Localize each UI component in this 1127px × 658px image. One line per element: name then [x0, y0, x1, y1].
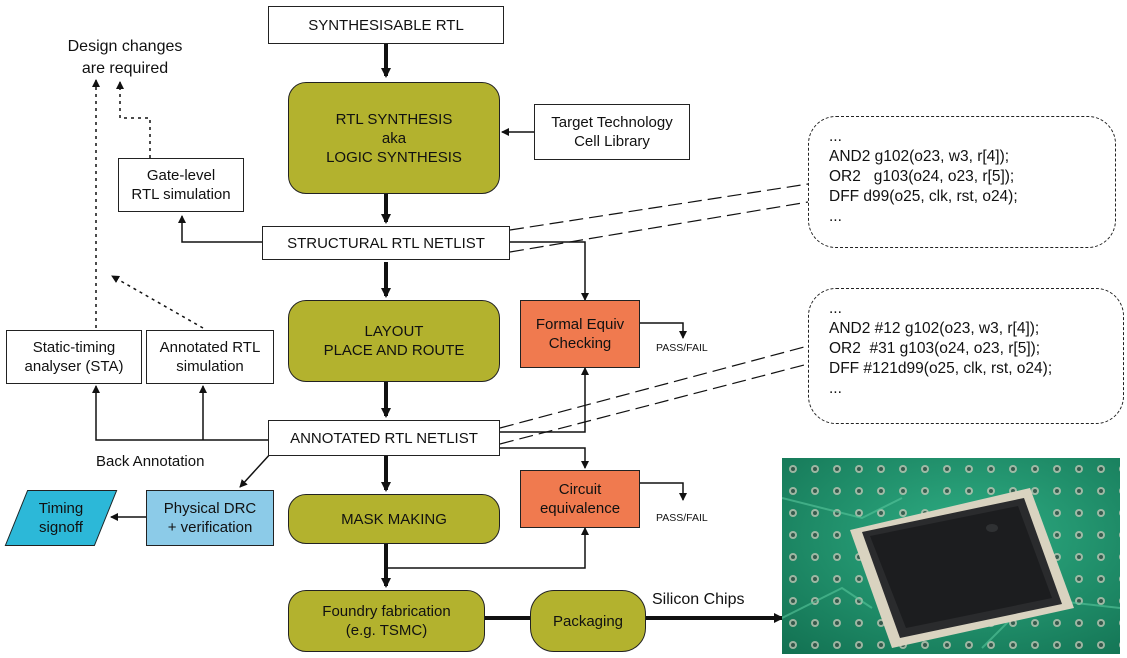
pass-fail-circuit-label: PASS/FAIL	[656, 512, 708, 524]
mask-making-node: MASK MAKING	[288, 494, 500, 544]
rtl-synthesis-line-2: aka	[381, 129, 407, 147]
formal-equiv-node: Formal Equiv Checking	[520, 300, 640, 368]
timing-signoff-line-1: Timing	[38, 500, 84, 517]
target-technology-line-2: Cell Library	[574, 133, 650, 150]
code-line: AND2 #12 g102(o23, w3, r[4]);	[829, 320, 1040, 337]
physical-drc-line-2: + verification	[167, 519, 253, 536]
design-changes-label: Design changes are required	[50, 36, 200, 80]
layout-line-2: PLACE AND ROUTE	[323, 342, 465, 359]
gate-level-line-1: Gate-level	[146, 167, 216, 184]
timing-signoff-text: Timing signoff	[17, 499, 105, 537]
pass-fail-formal-label: PASS/FAIL	[656, 342, 708, 354]
silicon-chips-label: Silicon Chips	[652, 591, 745, 608]
code-line: ...	[829, 208, 842, 225]
rtl-synthesis-line-1: RTL SYNTHESIS	[335, 110, 453, 128]
synthesisable-rtl-node: SYNTHESISABLE RTL	[268, 6, 504, 44]
foundry-fabrication-node: Foundry fabrication (e.g. TSMC)	[288, 590, 485, 652]
formal-equiv-line-1: Formal Equiv	[535, 316, 625, 333]
foundry-line-2: (e.g. TSMC)	[345, 622, 428, 639]
back-annotation-label: Back Annotation	[96, 453, 205, 470]
structural-netlist-code-callout: ... AND2 g102(o23, w3, r[4]); OR2 g103(o…	[808, 116, 1116, 248]
sta-node: Static-timing analyser (STA)	[6, 330, 142, 384]
rtl-synthesis-line-3: LOGIC SYNTHESIS	[326, 148, 462, 166]
mask-making-label: MASK MAKING	[341, 510, 447, 528]
annotated-rtl-netlist-node: ANNOTATED RTL NETLIST	[268, 420, 500, 456]
code-line: ...	[829, 128, 842, 145]
synthesisable-rtl-label: SYNTHESISABLE RTL	[308, 16, 464, 34]
foundry-line-1: Foundry fabrication	[322, 603, 451, 620]
structural-rtl-netlist-node: STRUCTURAL RTL NETLIST	[262, 226, 510, 260]
sta-line-1: Static-timing	[32, 339, 116, 356]
annotated-sim-line-2: simulation	[176, 358, 244, 375]
code-line: AND2 g102(o23, w3, r[4]);	[829, 148, 1010, 165]
design-changes-line-1: Design changes	[67, 38, 183, 55]
target-technology-line-1: Target Technology	[551, 114, 673, 131]
design-changes-line-2: are required	[81, 60, 169, 77]
gate-level-line-2: RTL simulation	[131, 186, 231, 203]
physical-drc-line-1: Physical DRC	[163, 500, 257, 517]
annotated-simulation-node: Annotated RTL simulation	[146, 330, 274, 384]
packaging-node: Packaging	[530, 590, 646, 652]
code-line: ...	[829, 380, 842, 397]
code-line: OR2 #31 g103(o24, o23, r[5]);	[829, 340, 1041, 357]
layout-line-1: LAYOUT	[364, 323, 424, 340]
annotated-netlist-code-callout: ... AND2 #12 g102(o23, w3, r[4]); OR2 #3…	[808, 288, 1124, 424]
target-technology-node: Target Technology Cell Library	[534, 104, 690, 160]
layout-node: LAYOUT PLACE AND ROUTE	[288, 300, 500, 382]
circuit-equiv-line-1: Circuit	[558, 481, 602, 498]
annotated-sim-line-1: Annotated RTL	[159, 339, 261, 356]
gate-level-simulation-node: Gate-level RTL simulation	[118, 158, 244, 212]
physical-drc-node: Physical DRC + verification	[146, 490, 274, 546]
code-line: DFF #121d99(o25, clk, rst, o24);	[829, 360, 1053, 377]
annotated-netlist-label: ANNOTATED RTL NETLIST	[290, 429, 478, 447]
structural-netlist-label: STRUCTURAL RTL NETLIST	[287, 234, 485, 252]
packaging-label: Packaging	[552, 612, 624, 630]
rtl-synthesis-node: RTL SYNTHESIS aka LOGIC SYNTHESIS	[288, 82, 500, 194]
circuit-equivalence-node: Circuit equivalence	[520, 470, 640, 528]
code-line: DFF d99(o25, clk, rst, o24);	[829, 188, 1018, 205]
code-line: ...	[829, 300, 842, 317]
silicon-chip-photo	[782, 458, 1120, 654]
circuit-equiv-line-2: equivalence	[539, 500, 621, 517]
sta-line-2: analyser (STA)	[24, 358, 124, 375]
formal-equiv-line-2: Checking	[548, 335, 612, 352]
timing-signoff-line-2: signoff	[39, 519, 83, 536]
code-line: OR2 g103(o24, o23, r[5]);	[829, 168, 1015, 185]
